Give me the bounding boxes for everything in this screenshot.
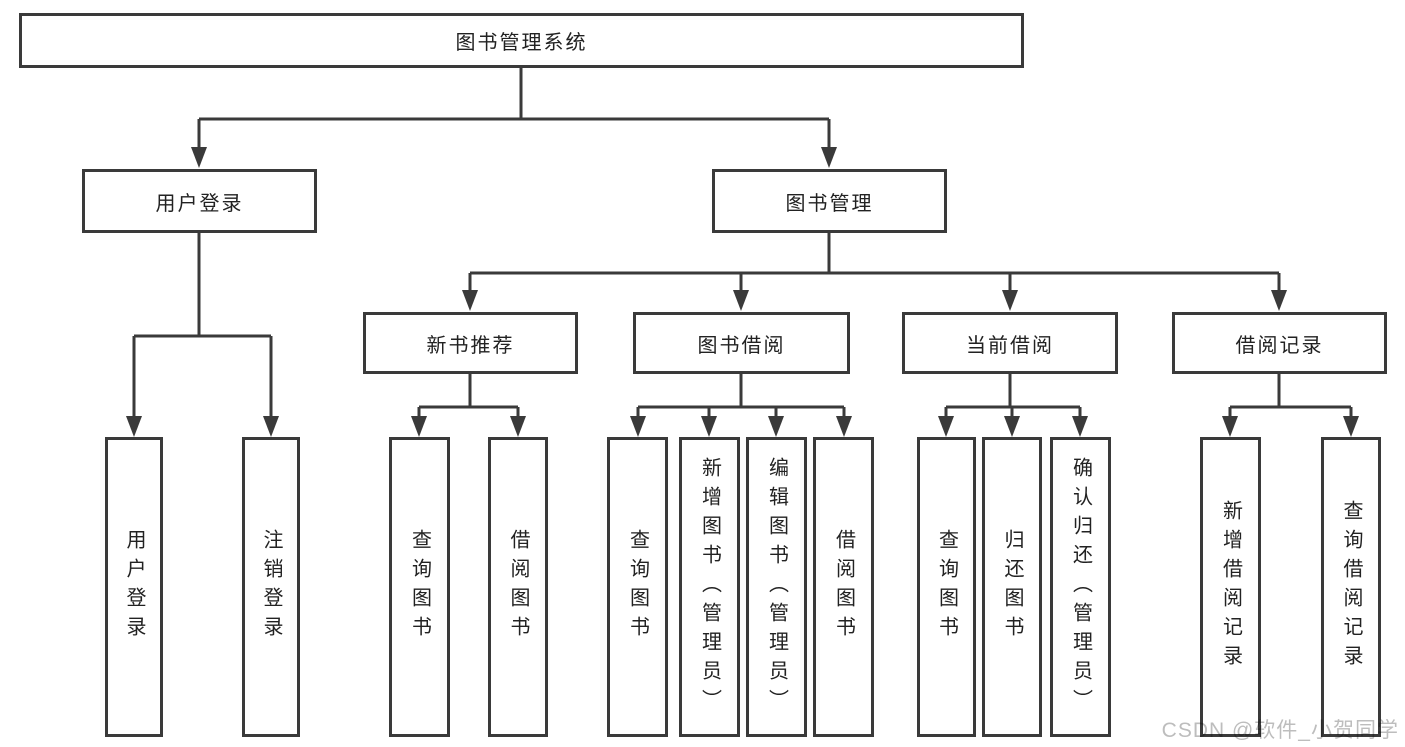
node-user-login: 用户登录 — [82, 169, 317, 233]
leaf-borrow-books: 借阅图书 — [813, 437, 874, 737]
node-label: 用户登录 — [155, 192, 244, 215]
leaf-label: 新增图书（管理员） — [698, 456, 721, 718]
node-current-borrowing: 当前借阅 — [902, 312, 1118, 374]
watermark: CSDN @软件_小贺同学 — [1161, 719, 1399, 742]
leaf-label: 借阅图书 — [832, 529, 855, 645]
leaf-label: 注销登录 — [260, 529, 282, 645]
leaf-label: 借阅图书 — [507, 529, 529, 645]
arrowheads — [126, 147, 1359, 437]
node-new-book-recommendation: 新书推荐 — [363, 312, 578, 374]
node-label: 图书管理 — [785, 192, 874, 215]
leaf-label: 查询图书 — [408, 529, 431, 645]
leaf-return-books: 归还图书 — [982, 437, 1042, 737]
leaf-label: 编辑图书（管理员） — [765, 456, 788, 718]
node-borrowing-records: 借阅记录 — [1172, 312, 1387, 374]
leaf-label: 确认归还（管理员） — [1069, 456, 1092, 718]
leaf-edit-books-admin: 编辑图书（管理员） — [746, 437, 807, 737]
node-label: 当前借阅 — [966, 334, 1054, 357]
leaf-query-books-recommend: 查询图书 — [389, 437, 450, 737]
leaf-query-books-current: 查询图书 — [917, 437, 976, 737]
leaf-label: 用户登录 — [123, 529, 145, 645]
leaf-label: 归还图书 — [1001, 529, 1023, 645]
leaf-add-books-admin: 新增图书（管理员） — [679, 437, 740, 737]
leaf-borrow-books-recommend: 借阅图书 — [488, 437, 548, 737]
leaf-user-login: 用户登录 — [105, 437, 163, 737]
node-book-borrowing: 图书借阅 — [633, 312, 850, 374]
node-label: 图书管理系统 — [455, 32, 588, 54]
node-book-management: 图书管理 — [712, 169, 947, 233]
leaf-confirm-return-admin: 确认归还（管理员） — [1050, 437, 1111, 737]
node-library-management-system: 图书管理系统 — [19, 13, 1024, 68]
leaf-label: 查询借阅记录 — [1340, 500, 1362, 674]
node-label: 借阅记录 — [1235, 334, 1324, 357]
node-label: 新书推荐 — [426, 334, 515, 357]
leaf-logout: 注销登录 — [242, 437, 300, 737]
node-label: 图书借阅 — [697, 334, 786, 357]
leaf-label: 新增借阅记录 — [1219, 500, 1242, 674]
leaf-label: 查询图书 — [626, 529, 649, 645]
leaf-query-borrow-record: 查询借阅记录 — [1321, 437, 1381, 737]
leaf-label: 查询图书 — [935, 529, 958, 645]
leaf-add-borrow-record: 新增借阅记录 — [1200, 437, 1261, 737]
leaf-query-books-borrow: 查询图书 — [607, 437, 668, 737]
